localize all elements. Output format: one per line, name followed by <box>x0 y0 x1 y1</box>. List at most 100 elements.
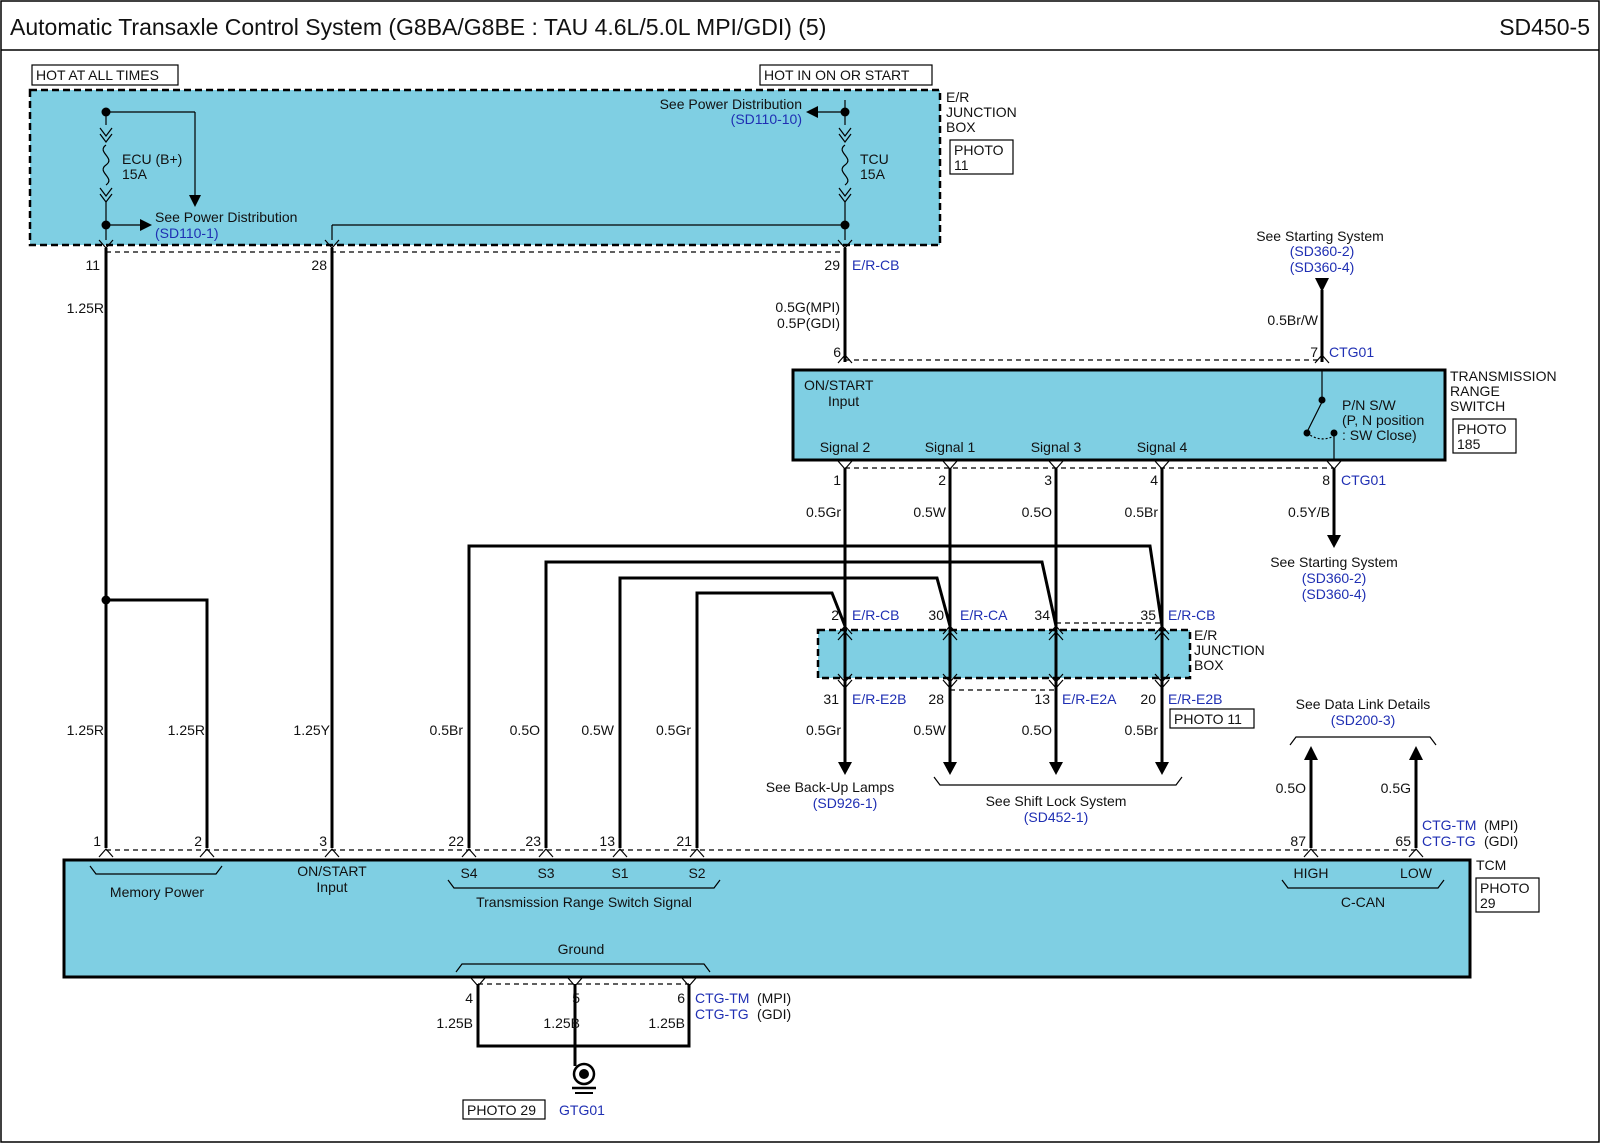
tcm-memory-power: Memory Power <box>110 884 204 900</box>
trs-signal-1: Signal 1 <box>925 439 976 455</box>
gtg01-label: GTG01 <box>559 1102 605 1118</box>
tcm-pin-22: 22 <box>448 833 464 849</box>
trs-ctg01-top: CTG01 <box>1329 344 1374 360</box>
ccan-bracket <box>1281 879 1445 889</box>
ref-sd110-10: (SD110-10) <box>731 111 802 127</box>
trs-pin-1: 1 <box>833 472 841 488</box>
wire-1-25y: 1.25Y <box>293 722 330 738</box>
ref-sd360-4-bottom: (SD360-4) <box>1302 586 1367 602</box>
gnd-ctg-tm: CTG-TM <box>695 990 749 1006</box>
junction2-out-wires <box>838 690 1169 775</box>
tcm-pin-1: 1 <box>93 833 101 849</box>
can-gdi: (GDI) <box>1484 833 1518 849</box>
diagram-title: Automatic Transaxle Control System (G8BA… <box>10 14 826 40</box>
trs-signal-2: Signal 2 <box>820 439 871 455</box>
can-wires <box>1304 746 1423 848</box>
junction2-label-3: BOX <box>1194 657 1224 673</box>
wire-0-5g-mpi: 0.5G(MPI) <box>775 299 840 315</box>
wire-1-25b-b: 1.25B <box>543 1015 580 1031</box>
trs-ctg01-bottom: CTG01 <box>1341 472 1386 488</box>
fuse-ecu-rating: 15A <box>122 166 148 182</box>
pn-sw-close: : SW Close) <box>1342 427 1417 443</box>
wire-0-5p-gdi: 0.5P(GDI) <box>777 315 840 331</box>
transmission-range-switch-box <box>791 368 1447 462</box>
fuse-ecu-name: ECU (B+) <box>122 151 182 167</box>
photo-11b-tag <box>1169 708 1255 729</box>
wire-0-5gr-b: 0.5Gr <box>656 722 691 738</box>
fuse-tcu-name: TCU <box>860 151 889 167</box>
shift-lock-bracket <box>933 776 1183 786</box>
wire-1-25r-a: 1.25R <box>67 300 104 316</box>
can-ctg-tm: CTG-TM <box>1422 817 1476 833</box>
trs-signal-bracket <box>447 879 721 889</box>
ref-sd360-2-top: (SD360-2) <box>1290 243 1355 259</box>
wire-0-5o-c: 0.5O <box>1022 722 1052 738</box>
wire-0-5brw: 0.5Br/W <box>1267 312 1318 328</box>
pin-29: 29 <box>824 257 840 273</box>
see-power-distribution-10: See Power Distribution <box>660 96 802 112</box>
tcm-on-start: ON/START <box>297 863 367 879</box>
tcm-ccan: C-CAN <box>1341 894 1385 910</box>
j2-conn-er-e2a: E/R-E2A <box>1062 691 1117 707</box>
junction2-label-1: E/R <box>1194 627 1217 643</box>
trs-pin-4: 4 <box>1150 472 1158 488</box>
wire-0-5gr-a: 0.5Gr <box>806 504 841 520</box>
can-ctg-tg: CTG-TG <box>1422 833 1476 849</box>
pn-sw-position: (P, N position <box>1342 412 1424 428</box>
tcm-pin-87: 87 <box>1290 833 1306 849</box>
see-shift-lock: See Shift Lock System <box>986 793 1127 809</box>
photo-29-tcm-num: 29 <box>1480 895 1496 911</box>
see-backup-lamps: See Back-Up Lamps <box>766 779 894 795</box>
trs-on-start: ON/START <box>804 377 874 393</box>
photo-11-label: PHOTO <box>954 142 1004 158</box>
trs-pin-2: 2 <box>938 472 946 488</box>
see-power-distribution-1: See Power Distribution <box>155 209 297 225</box>
wire-0-5o-b: 0.5O <box>510 722 540 738</box>
tcm-s4: S4 <box>460 865 477 881</box>
j2-pin-28: 28 <box>928 691 944 707</box>
trs-pin-8: 8 <box>1322 472 1330 488</box>
trs-name-1: TRANSMISSION <box>1450 368 1557 384</box>
tcm-input: Input <box>316 879 347 895</box>
hot-in-on-or-start-tag <box>759 64 933 86</box>
photo-11b-label: PHOTO 11 <box>1174 711 1242 727</box>
trs-signal-3: Signal 3 <box>1031 439 1082 455</box>
junction-top-label-1: E/R <box>946 89 969 105</box>
j2-conn-er-cb-1: E/R-CB <box>852 607 899 623</box>
trs-input: Input <box>828 393 859 409</box>
tcm-s2: S2 <box>688 865 705 881</box>
wire-0-5br-c: 0.5Br <box>1125 722 1159 738</box>
photo-29-ground-label: PHOTO 29 <box>467 1102 536 1118</box>
ref-sd360-4-top: (SD360-4) <box>1290 259 1355 275</box>
junction-top-label-3: BOX <box>946 119 976 135</box>
pn-sw-label: P/N S/W <box>1342 397 1396 413</box>
photo-29-tcm-tag <box>1475 877 1540 913</box>
wire-1-25b-c: 1.25B <box>648 1015 685 1031</box>
j2-pin-20: 20 <box>1140 691 1156 707</box>
fuse-tcu <box>331 100 852 240</box>
photo-11-num: 11 <box>954 157 969 173</box>
wire-0-5gr-c: 0.5Gr <box>806 722 841 738</box>
wire-1-25r-b: 1.25R <box>67 722 104 738</box>
wire-1-25b-a: 1.25B <box>436 1015 473 1031</box>
wire-0-5w-a: 0.5W <box>913 504 946 520</box>
data-link-bracket <box>1289 736 1437 746</box>
ref-sd200-3: (SD200-3) <box>1331 712 1396 728</box>
pin-28: 28 <box>311 257 327 273</box>
gnd-pin-6: 6 <box>677 990 685 1006</box>
ground-bracket <box>455 963 711 973</box>
tcm-pin-65: 65 <box>1395 833 1411 849</box>
tcm-low: LOW <box>1400 865 1433 881</box>
ground-symbol-icon <box>572 1062 596 1094</box>
tcm-high: HIGH <box>1294 865 1329 881</box>
trs-name-3: SWITCH <box>1450 398 1505 414</box>
er-junction-box-top <box>28 88 942 247</box>
trs-pin-7: 7 <box>1310 344 1318 360</box>
j2-conn-er-e2b-1: E/R-E2B <box>852 691 906 707</box>
hot-at-all-times-tag <box>31 64 179 86</box>
can-mpi: (MPI) <box>1484 817 1518 833</box>
tcm-pin-23: 23 <box>525 833 541 849</box>
junction-top-label-2: JUNCTION <box>946 104 1017 120</box>
